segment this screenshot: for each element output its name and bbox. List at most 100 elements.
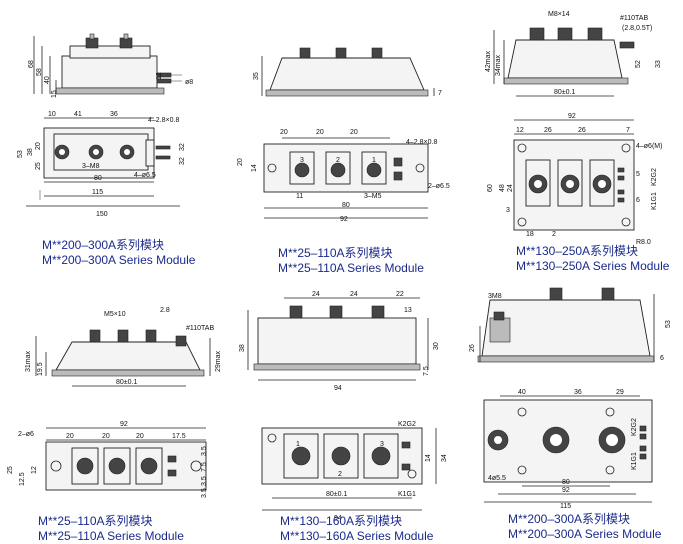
d2-top-t3: 3 [300,157,304,164]
d6-top-w40: 40 [518,389,526,396]
d1-top-v25: 25 [35,162,42,170]
caption-d5-en: M**130–160A Series Module [280,529,434,543]
d4-top-v35a: 3.5 [201,446,208,456]
d5-side-w94: 94 [334,385,342,392]
drawing-d4: M5×10 2.8 #110TAB 31max 19.5 29max 80±0.… [7,307,222,498]
d4-side-screw: M5×10 [104,311,126,318]
d2-top-w80: 80 [342,202,350,209]
d5-top-w94: 94 [334,515,342,522]
caption-d6: M**200–300A系列模块 M**200–300A Series Modul… [508,512,661,542]
d2-side-h7: 7 [438,90,442,97]
d3-top-w92: 92 [568,113,576,120]
d4-top-v35c: 3.5 [201,488,208,498]
d3-top-v48: 48 [499,184,506,192]
d3-top-v5: 5 [636,171,640,178]
d4-top-v125: 12.5 [19,472,26,486]
d6-side-screw: 3M8 [488,293,502,300]
d3-top-mount: 4–ø6(M) [636,143,662,150]
d3-top-v6: 6 [636,197,640,204]
d2-top-w92: 92 [340,216,348,223]
d4-top-mount: 2–ø6 [18,431,34,438]
d2-side-h35: 35 [253,72,260,80]
d4-side-h31: 31max [25,350,32,372]
d5-top-view: 1 2 3 K2G2 K1G1 34 14 80±0.1 94 [261,421,448,522]
d3-top-view: 92 12 26 26 7 4–ø6(M) 60 48 24 3 18 2 R8… [487,113,662,246]
d5-side-w22: 22 [396,291,404,298]
caption-d2: M**25–110A系列模块 M**25–110A Series Module [278,246,424,276]
d5-top-v34: 34 [441,454,448,462]
caption-d3-en: M**130–250A Series Module [516,259,670,273]
d4-side-w80: 80±0.1 [116,379,137,386]
d6-side-view: 3M8 53 26 6 [469,287,672,363]
caption-d1: M**200–300A系列模块 M**200–300A Series Modul… [42,238,195,268]
d1-top-view: 10 41 36 4–2.8×0.8 3–M8 53 38 20 25 80 4… [17,111,186,218]
d4-side-w28: 2.8 [160,307,170,314]
d3-side-h42: 42max [485,50,492,72]
d4-side-view: M5×10 2.8 #110TAB 31max 19.5 29max 80±0.… [25,307,222,387]
d4-top-w92: 92 [120,421,128,428]
d4-top-w175: 17.5 [172,433,186,440]
drawing-d3: M8×14 #110TAB (2.8,0.5T) 42max 34max 52 … [485,11,662,246]
d3-top-v60: 60 [487,184,494,192]
d1-top-w36: 36 [110,111,118,118]
d6-top-mount: 4ø5.5 [488,475,506,482]
d5-top-t2: 2 [338,471,342,478]
d2-top-view: 20 20 20 4–2.8×0.8 20 14 11 3–M5 2–ø6.5 … [237,129,450,223]
d4-top-view: 92 20 20 20 17.5 2–ø6 25 12 12.5 3.5 7.5… [7,421,208,498]
d1-side-view: 68 58 40 15 12 ø8 [28,33,193,98]
d3-top-v3: 3 [506,207,510,214]
d4-top-w20b: 20 [102,433,110,440]
d1-top-w80: 80 [94,175,102,182]
d3-top-v24: 24 [507,184,514,192]
d3-side-h52: 52 [635,60,642,68]
d3-top-w2: 2 [552,231,556,238]
d6-top-w80: 80 [562,479,570,486]
d5-side-w24a: 24 [312,291,320,298]
d3-side-h33: 33 [655,60,662,68]
d2-top-w20a: 20 [280,129,288,136]
d1-top-w10: 10 [48,111,56,118]
d2-top-v20: 20 [237,158,244,166]
d4-top-v35b: 3.5 [201,476,208,486]
d1-side-h6: ø8 [185,79,193,86]
d2-top-w20b: 20 [316,129,324,136]
d2-top-w20c: 20 [350,129,358,136]
d5-top-t1: 1 [296,441,300,448]
d4-top-w20a: 20 [66,433,74,440]
d1-side-h5: 12 [156,72,163,80]
d6-side-h6: 6 [660,355,664,362]
d3-top-w26b: 26 [578,127,586,134]
d2-top-mount: 2–ø6.5 [428,183,450,190]
d6-top-w29: 29 [616,389,624,396]
d4-top-v75: 7.5 [201,462,208,472]
caption-d4-cn: M**25–110A系列模块 [38,514,153,528]
d2-top-t2: 2 [336,157,340,164]
d3-top-w18: 18 [526,231,534,238]
d1-top-v38: 38 [27,148,34,156]
caption-d5-cn: M**130–160A系列模块 [280,514,403,528]
caption-d2-en: M**25–110A Series Module [278,261,424,275]
drawing-d1: 68 58 40 15 12 ø8 10 41 36 4–2.8×0.8 [17,33,193,218]
d3-top-w12: 12 [516,127,524,134]
d1-top-w150: 150 [96,211,108,218]
drawing-d5: 24 24 22 13 38 30 7.5 94 1 2 3 K2G2 K1G1… [239,291,448,522]
caption-d2-cn: M**25–110A系列模块 [278,246,393,260]
d3-top-w7: 7 [626,127,630,134]
caption-d5: M**130–160A系列模块 M**130–160A Series Modul… [280,514,433,544]
d1-top-w41: 41 [74,111,82,118]
d4-top-w20c: 20 [136,433,144,440]
d6-top-k2g2: K2G2 [631,418,638,436]
caption-d1-cn: M**200–300A系列模块 [42,238,165,252]
d1-side-h4: 15 [51,90,58,98]
d3-top-k2g2: K2G2 [651,168,658,186]
d6-side-h53: 53 [665,320,672,328]
d3-top-w26a: 26 [544,127,552,134]
caption-d1-en: M**200–300A Series Module [42,253,196,267]
d3-side-top: M8×14 [548,11,570,18]
d6-top-w36: 36 [574,389,582,396]
d4-side-h195: 19.5 [37,362,44,376]
d6-top-w92: 92 [562,487,570,494]
d2-top-screw: 3–M5 [364,193,382,200]
caption-d4: M**25–110A系列模块 M**25–110A Series Module [38,514,184,544]
d6-top-k1g1: K1G1 [631,452,638,470]
